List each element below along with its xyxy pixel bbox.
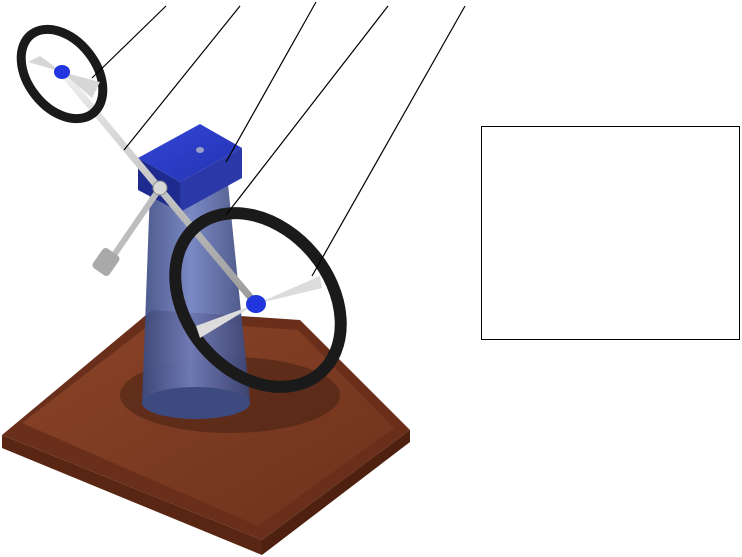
- leader-line-5: [311, 5, 466, 277]
- wooden-base: [2, 310, 410, 555]
- leader-lines: [91, 1, 466, 277]
- large-rotor: [169, 207, 347, 393]
- leader-line-3: [225, 1, 317, 163]
- leader-line-4: [225, 5, 389, 216]
- empty-label-box: [481, 126, 740, 340]
- small-rotor: [16, 24, 108, 124]
- counterweight-arm: [92, 185, 163, 276]
- tapered-column: [142, 184, 250, 419]
- pivot-joint: [152, 180, 168, 196]
- leader-line-1: [91, 5, 167, 79]
- leader-line-2: [123, 5, 241, 151]
